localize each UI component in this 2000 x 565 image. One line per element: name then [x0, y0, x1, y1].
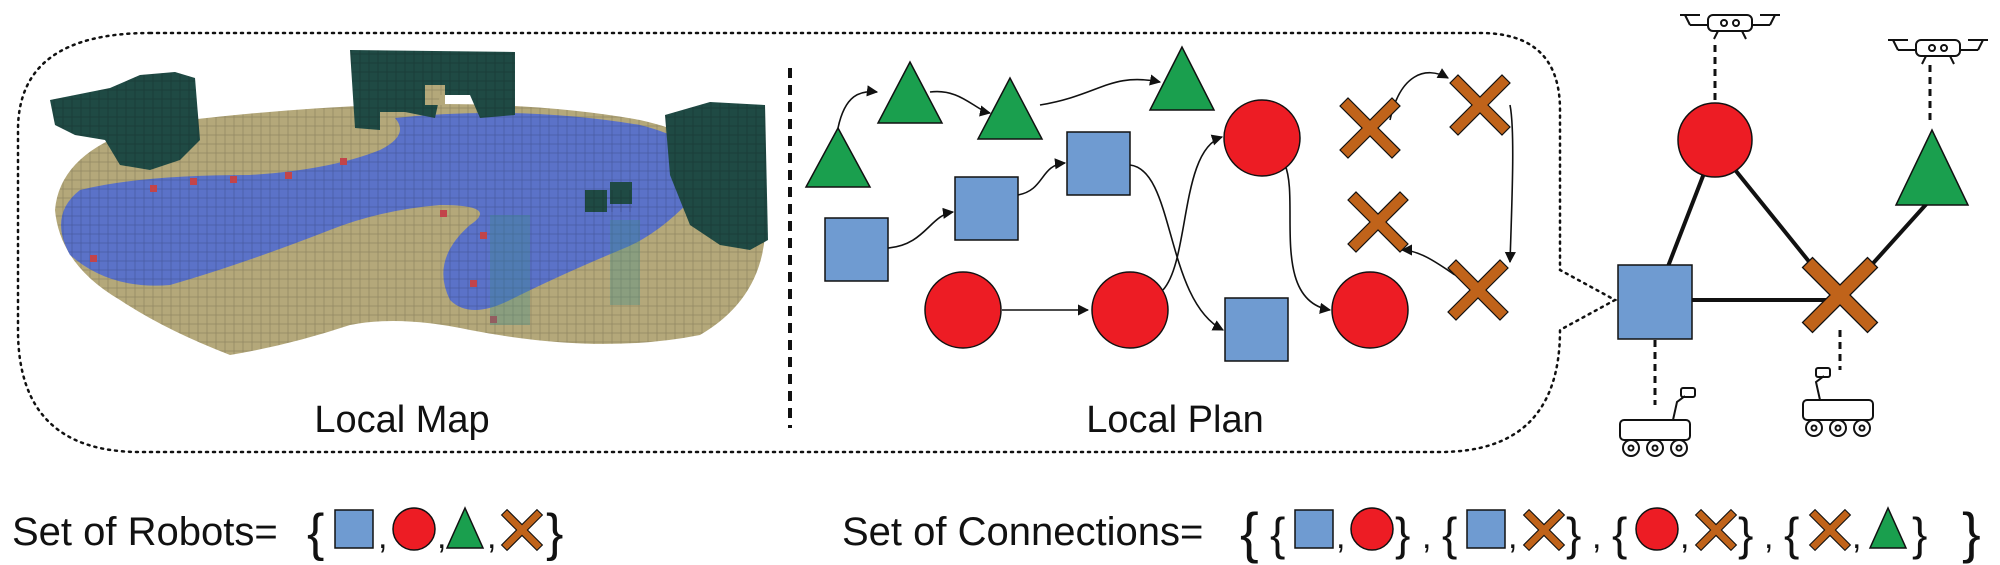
plan-triangle-robot — [876, 60, 944, 124]
comma: , — [437, 518, 446, 556]
plan-square-robot — [1066, 131, 1131, 196]
local-map-image — [50, 50, 768, 355]
set-square-robot — [334, 509, 374, 549]
brace-open: { — [1784, 508, 1799, 560]
comma: , — [487, 518, 496, 556]
comma: , — [1852, 518, 1861, 556]
comma: , — [378, 518, 387, 556]
graph-cross-robot — [1801, 256, 1879, 334]
connection-cross-robot — [1808, 508, 1852, 552]
map-frontier-cells — [90, 158, 497, 323]
local-plan-graph — [804, 45, 1516, 362]
brace-open: { — [1612, 508, 1627, 560]
brace-close: } — [1395, 508, 1410, 560]
local-map-label: Local Map — [314, 399, 489, 441]
set-triangle-robot — [445, 506, 485, 549]
set-circle-robot — [392, 507, 436, 551]
graph-triangle-robot — [1894, 128, 1970, 206]
set-of-robots-label: Set of Robots= — [12, 510, 278, 554]
connection-circle-robot — [1635, 507, 1679, 551]
set-of-connections-formula: Set of Connections= { { , } , { , } , { … — [842, 501, 1981, 564]
dotted-bubble-outline — [16, 31, 1618, 454]
plan-circle-robot — [1223, 99, 1301, 177]
plan-arrows — [837, 68, 1516, 331]
connection-square-robot — [1294, 509, 1334, 549]
connection-circle-robot — [1350, 507, 1394, 551]
drone-icon — [1680, 14, 1780, 40]
comma: , — [1592, 518, 1601, 556]
drone-icon — [1888, 39, 1988, 65]
plan-triangle-robot — [804, 126, 872, 188]
comma: , — [1508, 518, 1517, 556]
connection-square-robot — [1466, 509, 1506, 549]
set-cross-robot — [500, 508, 544, 552]
plan-circle-robot — [1331, 271, 1409, 349]
connection-cross-robot — [1694, 508, 1738, 552]
brace-close: } — [1912, 508, 1927, 560]
set-of-connections-label: Set of Connections= — [842, 510, 1203, 554]
map-translucent-column — [490, 215, 530, 325]
plan-circle-robot — [1091, 271, 1169, 349]
plan-triangle-robot — [976, 76, 1044, 140]
brace-open: { — [1270, 508, 1285, 560]
brace-close: } — [1738, 508, 1753, 560]
local-plan-label: Local Plan — [1086, 399, 1263, 441]
comma: , — [1336, 518, 1345, 556]
connectivity-graph — [1617, 14, 1988, 457]
brace-close: } — [546, 504, 563, 562]
plan-square-robot — [954, 176, 1019, 241]
connection-triangle-robot — [1868, 506, 1908, 549]
graph-circle-robot — [1677, 102, 1753, 178]
rover-icon — [1619, 387, 1696, 457]
plan-cross-robot — [1339, 97, 1401, 159]
plan-square-robot — [1224, 297, 1289, 362]
brace-open: { — [307, 504, 324, 562]
map-obstacles — [50, 50, 768, 250]
plan-cross-robot — [1449, 74, 1511, 136]
connection-cross-robot — [1522, 508, 1566, 552]
rover-icon — [1802, 367, 1874, 437]
plan-square-robot — [824, 217, 889, 282]
robot-attachment-lines — [1653, 45, 1932, 405]
comma: , — [1422, 518, 1431, 556]
set-of-robots-formula: Set of Robots= { , , , } — [12, 504, 563, 562]
brace-close: } — [1962, 501, 1981, 564]
plan-circle-robot — [924, 271, 1002, 349]
plan-cross-robot — [1347, 191, 1409, 253]
plan-cross-robot — [1447, 259, 1509, 321]
comma: , — [1764, 518, 1773, 556]
plan-triangle-robot — [1148, 45, 1216, 111]
brace-open: { — [1240, 501, 1259, 564]
map-translucent-column — [610, 220, 640, 305]
graph-square-robot — [1617, 264, 1693, 340]
brace-close: } — [1566, 508, 1581, 560]
brace-open: { — [1442, 508, 1457, 560]
comma: , — [1680, 518, 1689, 556]
